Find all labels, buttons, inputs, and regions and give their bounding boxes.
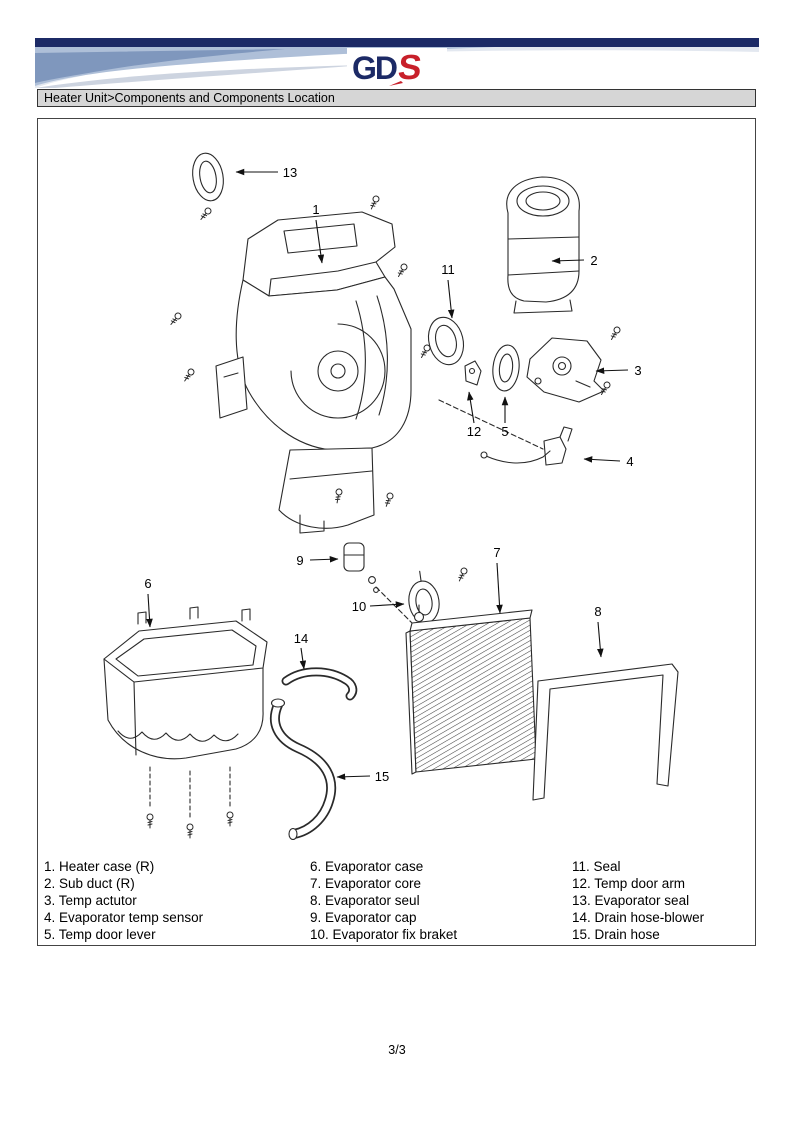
logo-arrow-icon	[389, 80, 403, 86]
legend-item: 11. Seal	[572, 859, 621, 874]
callout-label-9: 9	[296, 553, 303, 568]
part-evaporator-case	[103, 606, 268, 820]
legend-item: 6. Evaporator case	[310, 859, 424, 874]
exploded-diagram: 1 2 3 4 5 6 7 8 9 10 11 12 13 14 15	[103, 152, 679, 841]
part-sub-duct	[506, 176, 580, 314]
leader-arrows	[146, 168, 629, 781]
legend-item: 7. Evaporator core	[310, 876, 422, 891]
callout-label-10: 10	[352, 599, 366, 614]
part-evaporator-temp-sensor	[480, 426, 573, 466]
part-heater-case	[215, 211, 412, 534]
page-title: Heater Unit>Components and Components Lo…	[44, 91, 335, 105]
logo-gd-text: GD	[352, 50, 397, 86]
part-evaporator-seal	[192, 152, 224, 202]
banner: GD S	[35, 47, 759, 88]
callout-label-5: 5	[501, 424, 508, 439]
legend-item: 13. Evaporator seal	[572, 893, 690, 908]
callout-label-15: 15	[375, 769, 389, 784]
gds-logo: GD S	[347, 48, 447, 87]
part-evaporator-core	[405, 604, 537, 775]
callout-label-7: 7	[493, 545, 500, 560]
part-drain-hose	[269, 698, 337, 841]
part-evaporator-cap	[343, 542, 379, 593]
part-temp-actuator	[526, 337, 605, 403]
legend-item: 1. Heater case (R)	[44, 859, 155, 874]
banner-swoosh	[35, 47, 759, 88]
legend-item: 9. Evaporator cap	[310, 910, 417, 925]
legend-item: 12. Temp door arm	[572, 876, 686, 891]
part-drain-hose-blower	[281, 667, 358, 701]
legend-item: 14. Drain hose-blower	[572, 910, 705, 925]
callout-label-2: 2	[590, 253, 597, 268]
callout-label-4: 4	[626, 454, 633, 469]
logo-s-text: S	[396, 50, 423, 86]
part-evaporator-fix-bracket	[408, 570, 440, 624]
legend-column-1: 1. Heater case (R) 2. Sub duct (R) 3. Te…	[44, 858, 310, 943]
callout-label-14: 14	[294, 631, 308, 646]
legend-item: 3. Temp actutor	[44, 893, 137, 908]
callout-label-3: 3	[634, 363, 641, 378]
page-title-bar: Heater Unit>Components and Components Lo…	[37, 89, 756, 107]
legend-item: 15. Drain hose	[572, 927, 660, 942]
legend-item: 10. Evaporator fix braket	[310, 927, 458, 942]
part-seal	[427, 316, 465, 366]
header-rule	[35, 38, 759, 47]
legend-item: 8. Evaporator seul	[310, 893, 420, 908]
legend-item: 2. Sub duct (R)	[44, 876, 135, 891]
parts-legend: 1. Heater case (R) 2. Sub duct (R) 3. Te…	[38, 855, 755, 943]
legend-column-3: 11. Seal 12. Temp door arm 13. Evaporato…	[572, 858, 755, 943]
part-temp-door-lever	[492, 344, 520, 392]
alignment-dashes	[375, 399, 544, 624]
callout-label-13: 13	[283, 165, 297, 180]
page-indicator: 3/3	[388, 1043, 406, 1057]
legend-column-2: 6. Evaporator case 7. Evaporator core 8.…	[310, 858, 572, 943]
legend-item: 4. Evaporator temp sensor	[44, 910, 204, 925]
callout-label-11: 11	[441, 262, 455, 277]
callout-label-6: 6	[144, 576, 151, 591]
part-evaporator-seal-frame	[532, 663, 679, 801]
callout-label-1: 1	[312, 202, 319, 217]
callout-label-12: 12	[467, 424, 481, 439]
callout-label-8: 8	[594, 604, 601, 619]
part-temp-door-arm	[464, 360, 482, 386]
diagram-panel: 1 2 3 4 5 6 7 8 9 10 11 12 13 14 15 1. H…	[37, 118, 756, 946]
legend-item: 5. Temp door lever	[44, 927, 156, 942]
